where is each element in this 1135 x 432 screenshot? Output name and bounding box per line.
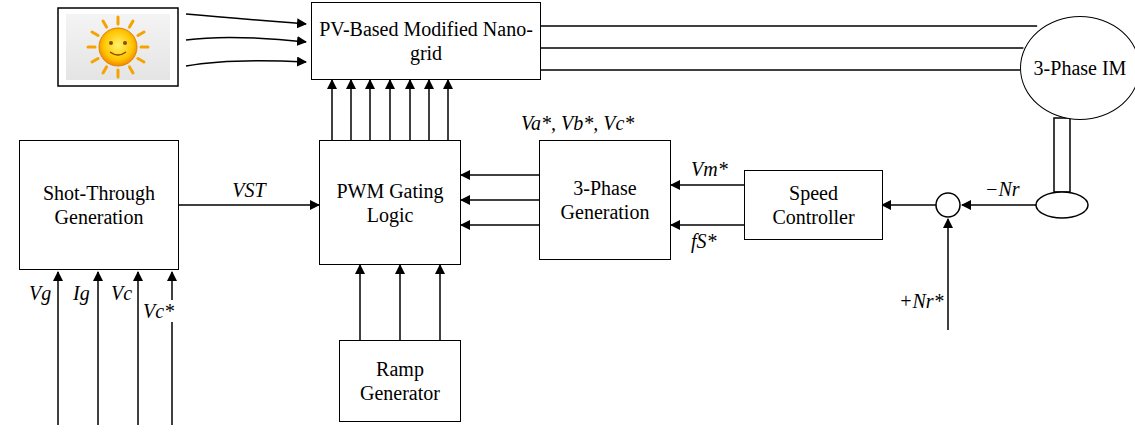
shoot-through-box: Shot-Through Generation [19,140,179,270]
signal-connector [671,184,744,186]
signal-connector [439,265,441,340]
input-arrows [58,272,172,425]
three-phase-box: 3-Phase Generation [539,140,671,260]
signal-connector [541,25,1037,27]
signal-connector [399,265,401,340]
signal-connector [409,80,411,140]
signal-label: Vc [110,282,133,304]
sun-ray [141,46,148,49]
sun-ray [103,67,107,73]
signal-connector [447,80,449,140]
signal-connector [671,224,744,226]
signal-label: Vg [28,282,52,304]
signal-connector [350,80,352,140]
sun-ray [130,67,134,73]
signal-connector [369,80,371,140]
ramp-box: Ramp Generator [339,340,461,422]
node-text: 3-Phase IM [1034,56,1127,80]
signal-connector [541,69,1020,71]
sun-ray [138,59,144,63]
signal-connector [389,80,391,140]
node-text: 3-Phase Generation [546,176,664,224]
signal-label: VST [231,179,266,201]
sun-ray [103,21,107,27]
node-text: PWM Gating Logic [326,179,454,227]
signal-label: Va*, Vb*, Vc* [520,112,635,134]
signal-label: Ig [72,282,91,304]
node-text: PV-Based Modified Nano-grid [318,17,534,65]
signal-label: Vm* [690,158,729,180]
signal-label: fS* [690,230,718,252]
sun-ray [88,46,95,49]
signal-label: +Nr* [898,290,945,312]
signal-connector [359,265,361,340]
signal-connector [461,224,539,226]
sun-ray [92,59,98,63]
sun-ray [130,21,134,27]
sun-ray [138,32,144,36]
signal-label: −Nr [984,178,1021,200]
signal-connector [461,174,539,176]
node-text: Speed Controller [751,181,876,229]
nanogrid-box: PV-Based Modified Nano-grid [311,2,541,80]
motor-shaft-sensor [1036,118,1088,218]
signal-connector [541,47,1023,49]
node-text: Shot-Through Generation [26,181,172,229]
sunlight-arrows [186,14,306,66]
speed-controller-box: Speed Controller [744,170,883,240]
sun-ray [117,17,120,24]
signal-connector [428,80,430,140]
node-text: Ramp Generator [346,357,454,405]
sun-ray [92,32,98,36]
sun-ray [117,70,120,77]
feedback-wires [882,205,1036,330]
pwm-box: PWM Gating Logic [319,140,461,265]
signal-connector [179,204,319,206]
signal-label: Vc* [142,300,175,322]
motor-circle: 3-Phase IM [1020,16,1135,120]
sun-illustration [58,8,178,86]
signal-connector [461,199,539,201]
signal-connector [331,80,333,140]
summing-junction [936,193,960,217]
